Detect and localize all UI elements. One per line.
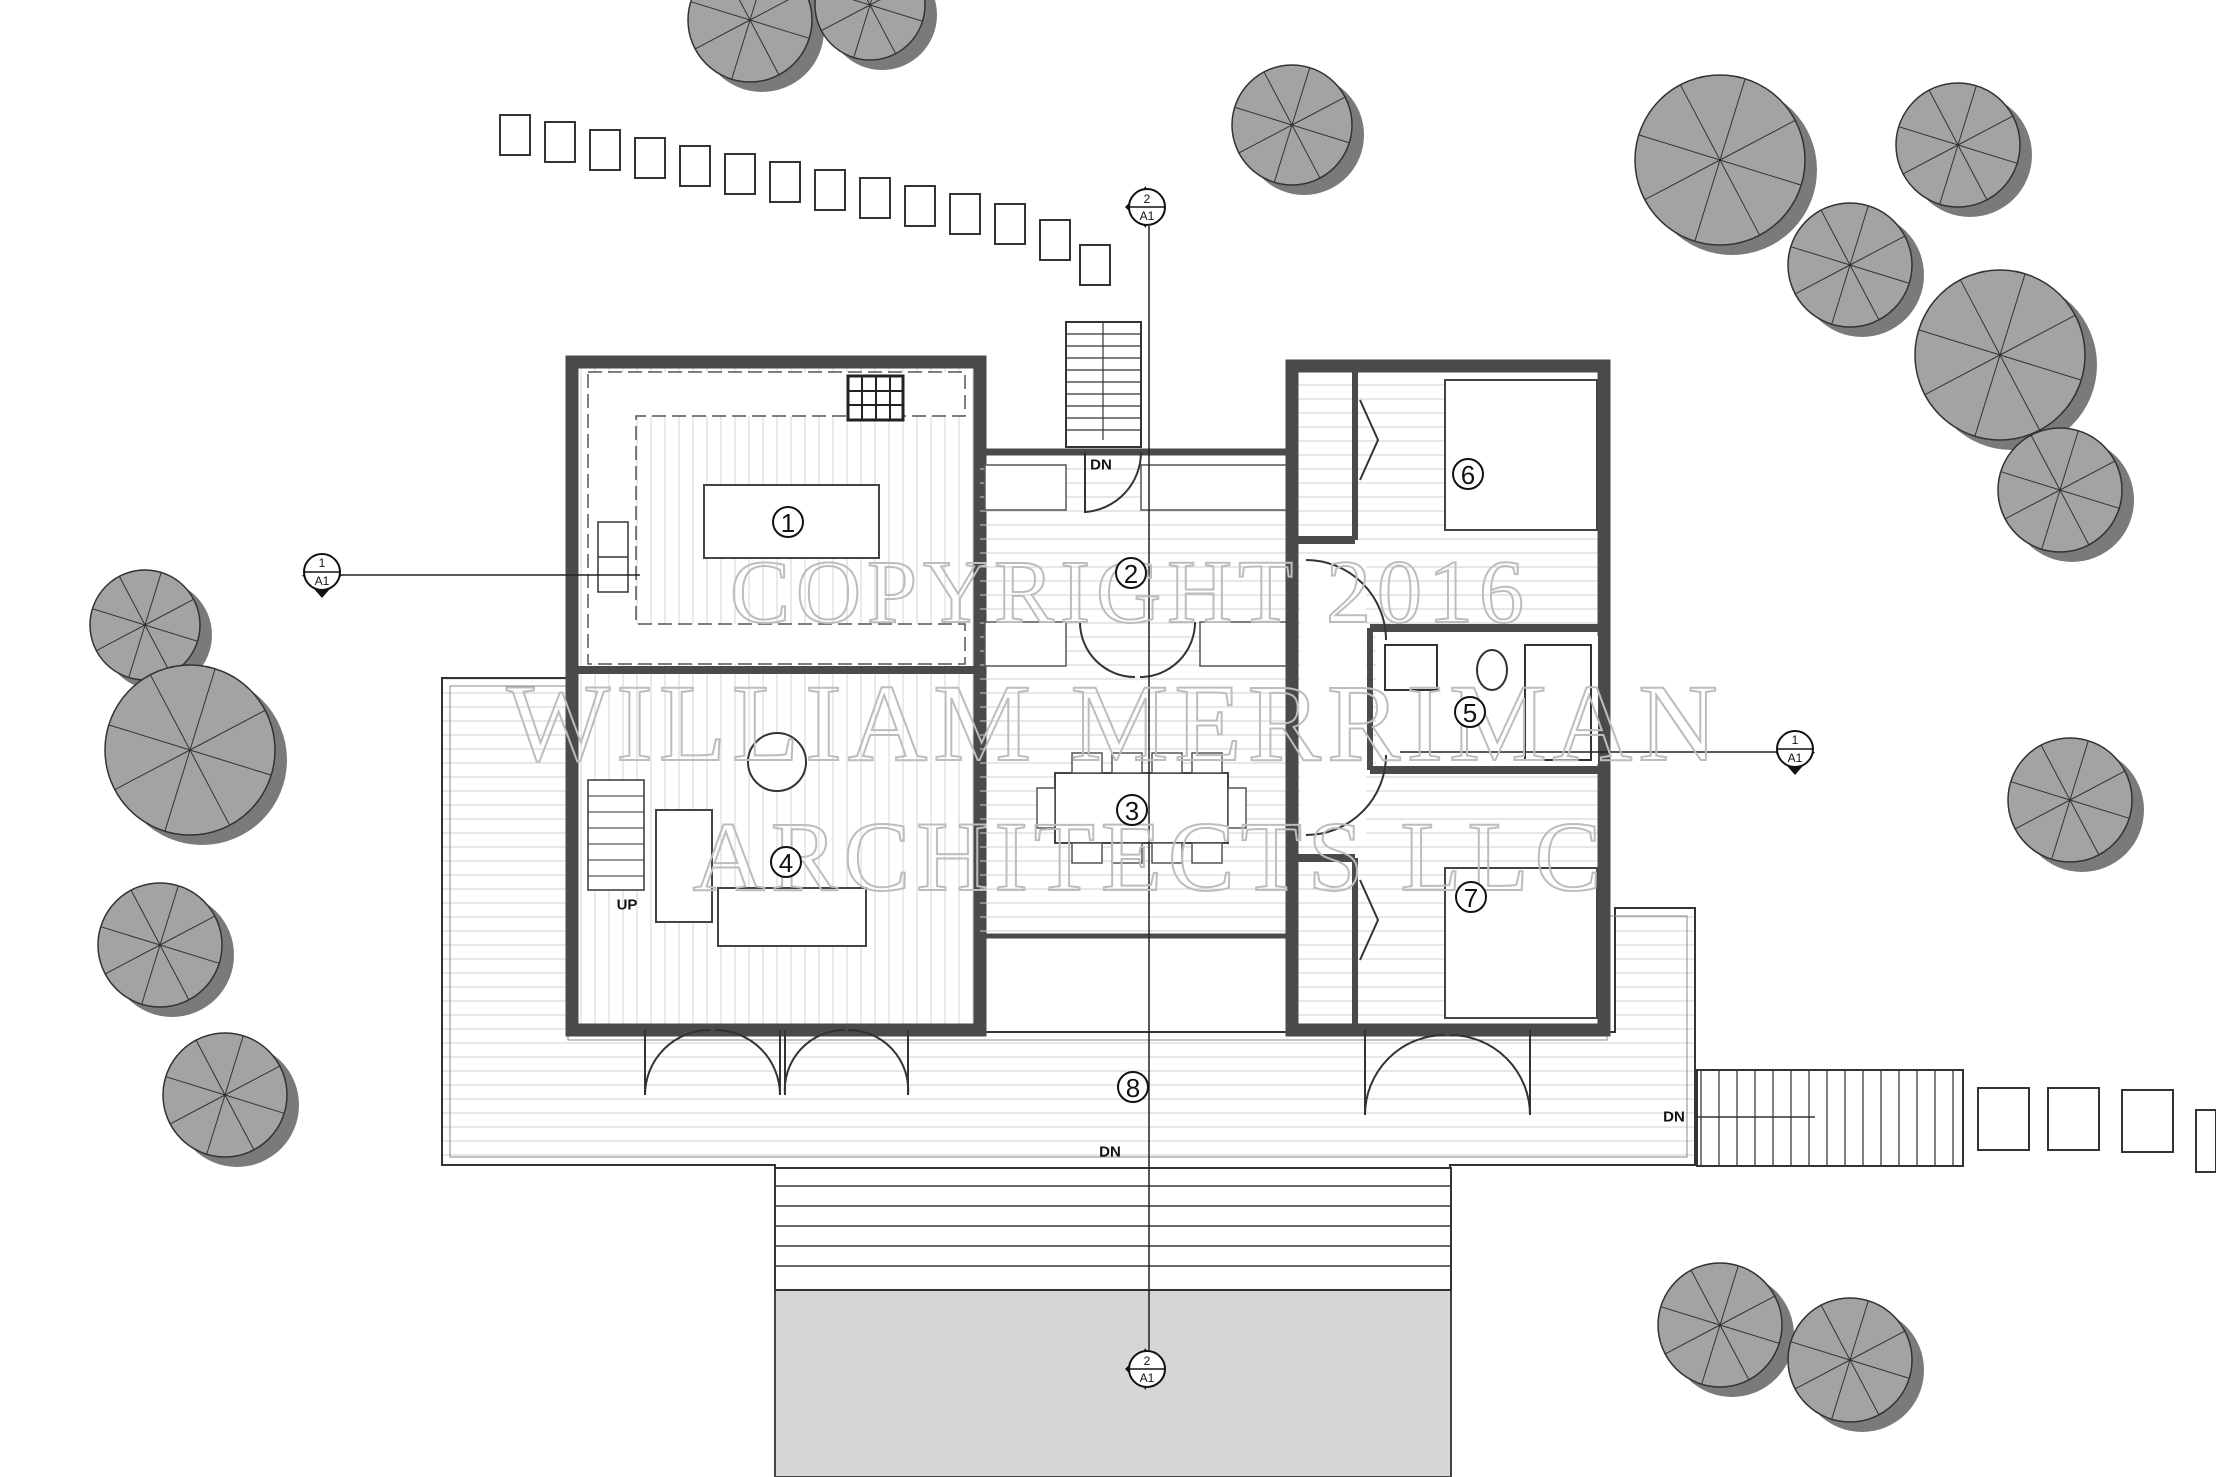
stepping-stone [2195, 1109, 2216, 1173]
svg-text:4: 4 [779, 848, 793, 878]
stepping-stone [1039, 219, 1071, 261]
tree-icon [1997, 427, 2134, 562]
bathtub-icon [1524, 644, 1592, 761]
east-volume [1285, 359, 1611, 1116]
room-tag-1: 1 [772, 506, 804, 538]
svg-text:6: 6 [1461, 460, 1475, 490]
stepping-stone [2121, 1089, 2174, 1153]
central-volume [980, 448, 1292, 939]
stepping-stone [994, 203, 1026, 245]
svg-text:A1: A1 [1140, 209, 1155, 223]
svg-text:1: 1 [1792, 733, 1799, 747]
watermark-line-3: ARCHITECTS LLC [693, 801, 1608, 912]
bed-icon [1444, 379, 1598, 531]
north-stair-label: DN [1090, 457, 1112, 474]
front-deck-label: DN [1099, 1144, 1121, 1161]
stepping-stone [904, 185, 936, 227]
tree-icon [1895, 82, 2032, 217]
svg-text:1: 1 [319, 556, 326, 570]
stepping-stone [1977, 1087, 2030, 1151]
room-tag-5: 5 [1454, 696, 1486, 728]
tree-icon [89, 569, 212, 690]
east-stair-label: DN [1663, 1109, 1685, 1126]
svg-text:2: 2 [1144, 1354, 1151, 1368]
west-volume [565, 355, 987, 1096]
stepping-stone [2047, 1087, 2100, 1151]
tree-icon [1657, 1262, 1794, 1397]
interior-stair-label: UP [617, 897, 638, 914]
vanity-icon [1384, 644, 1438, 691]
stepping-stone [634, 137, 666, 179]
section-marker-west: 1 A1 [302, 553, 342, 598]
tree-icon [687, 0, 824, 92]
section-marker-north: 2 A1 [1125, 186, 1166, 228]
tree-icon [1231, 64, 1364, 195]
interior-stair [587, 779, 645, 891]
toilet-icon [1476, 649, 1508, 691]
tree-icon [2007, 737, 2144, 872]
trees [89, 0, 2144, 1432]
stepping-stone [544, 121, 576, 163]
stepping-stone [589, 129, 621, 171]
south-path [774, 1289, 1452, 1477]
stepping-stone [724, 153, 756, 195]
svg-text:5: 5 [1463, 698, 1477, 728]
svg-text:A1: A1 [1140, 1371, 1155, 1385]
tree-icon [814, 0, 937, 70]
svg-text:A1: A1 [315, 574, 330, 588]
svg-text:1: 1 [781, 508, 795, 538]
stepping-stone [1079, 244, 1111, 286]
room-tag-7: 7 [1455, 881, 1487, 913]
stepping-stone [499, 114, 531, 156]
front-steps [774, 1167, 1452, 1291]
tree-icon [1914, 269, 2097, 450]
watermark-line-2: WILLIAM MERRIMAN [506, 662, 1723, 784]
round-table-icon [747, 732, 807, 792]
svg-text:2: 2 [1124, 559, 1138, 589]
section-marker-east: 1 A1 [1775, 730, 1815, 775]
stepping-stone [679, 145, 711, 187]
east-stair [1696, 1069, 1964, 1167]
room-tag-2: 2 [1115, 557, 1147, 589]
armchair-icon [655, 809, 713, 923]
svg-text:8: 8 [1126, 1073, 1140, 1103]
kitchen-island [703, 484, 880, 559]
tree-icon [97, 882, 234, 1017]
site-layer [499, 114, 2216, 1477]
tree-icon [1787, 202, 1924, 337]
svg-text:7: 7 [1464, 883, 1478, 913]
tree-icon [162, 1032, 299, 1167]
sofa-icon [717, 887, 867, 947]
tree-icon [1634, 74, 1817, 255]
stepping-stone [949, 193, 981, 235]
room-tag-6: 6 [1452, 458, 1484, 490]
stepping-stone [814, 169, 846, 211]
stepping-stones [499, 114, 2216, 1173]
tree-icon [1787, 1297, 1924, 1432]
svg-text:A1: A1 [1788, 751, 1803, 765]
stepping-stone [859, 177, 891, 219]
bed-icon [1444, 867, 1598, 1019]
svg-text:2: 2 [1144, 192, 1151, 206]
svg-text:3: 3 [1125, 796, 1139, 826]
section-marker-south: 2 A1 [1125, 1348, 1166, 1390]
room-tags: 1 2 3 4 5 6 7 8 [770, 458, 1487, 1103]
deck-area [441, 677, 1964, 1291]
room-tag-4: 4 [770, 846, 802, 878]
room-tag-8: 8 [1117, 1071, 1149, 1103]
room-tag-3: 3 [1116, 794, 1148, 826]
tree-icon [104, 664, 287, 845]
stepping-stone [769, 161, 801, 203]
